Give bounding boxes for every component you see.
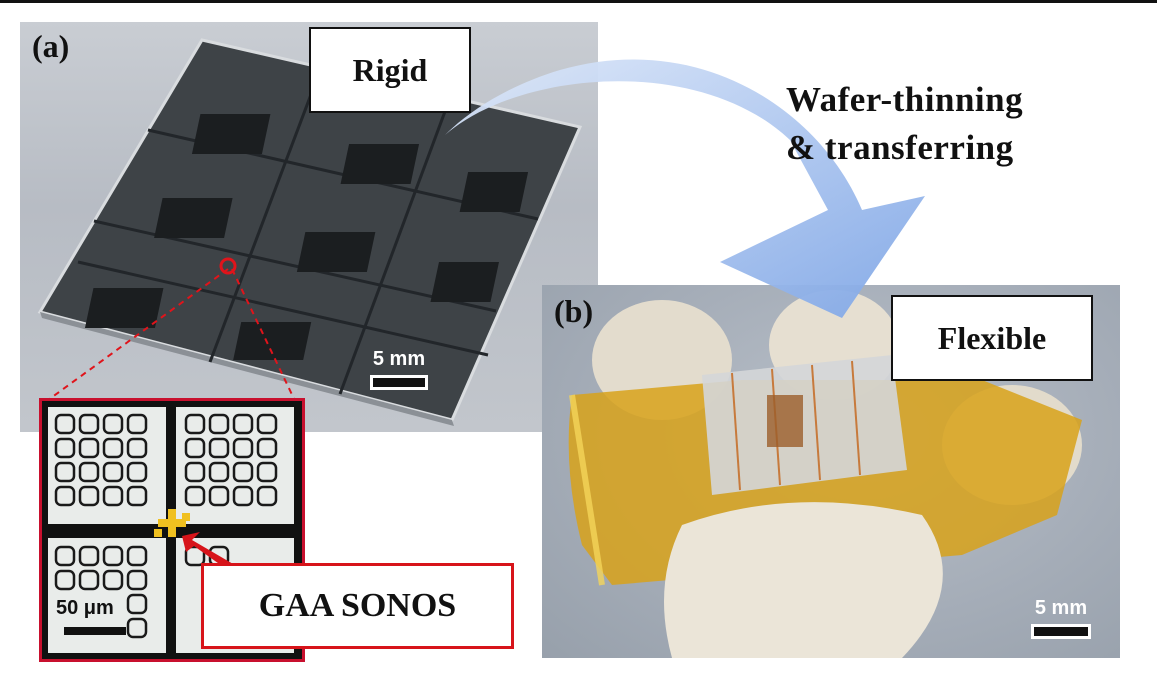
alignment-mark [154,509,190,537]
panel-b-scale-label: 5 mm [1034,597,1088,619]
panel-b-label: (b) [554,293,594,329]
rigid-label-box: Rigid [309,27,471,113]
magnified-site-marker [219,257,237,275]
flexible-label-box: Flexible [891,295,1093,381]
inset-scale-label: 50 μm [56,597,114,619]
transfer-arrow [445,59,925,318]
gaa-sonos-label-box: GAA SONOS [201,563,514,649]
device-cells [54,413,278,639]
flexible-device-photo: (b) 5 mm [542,285,1120,658]
process-line-1: Wafer-thinning [786,80,1024,119]
zoom-guide-left [43,268,229,404]
top-rule [0,0,1157,3]
panel-a-scale-bar: 5 mm [364,348,434,390]
process-caption: Wafer-thinning & transferring [786,76,1023,172]
process-line-2: & transferring [786,128,1014,167]
flexible-device-drawing [568,290,1082,658]
panel-a-scale-label: 5 mm [372,348,426,370]
panel-b-scale-bar: 5 mm [1026,597,1096,639]
zoom-guide-right [231,268,297,404]
die-blocks [84,114,529,360]
panel-a-label: (a) [32,28,70,64]
